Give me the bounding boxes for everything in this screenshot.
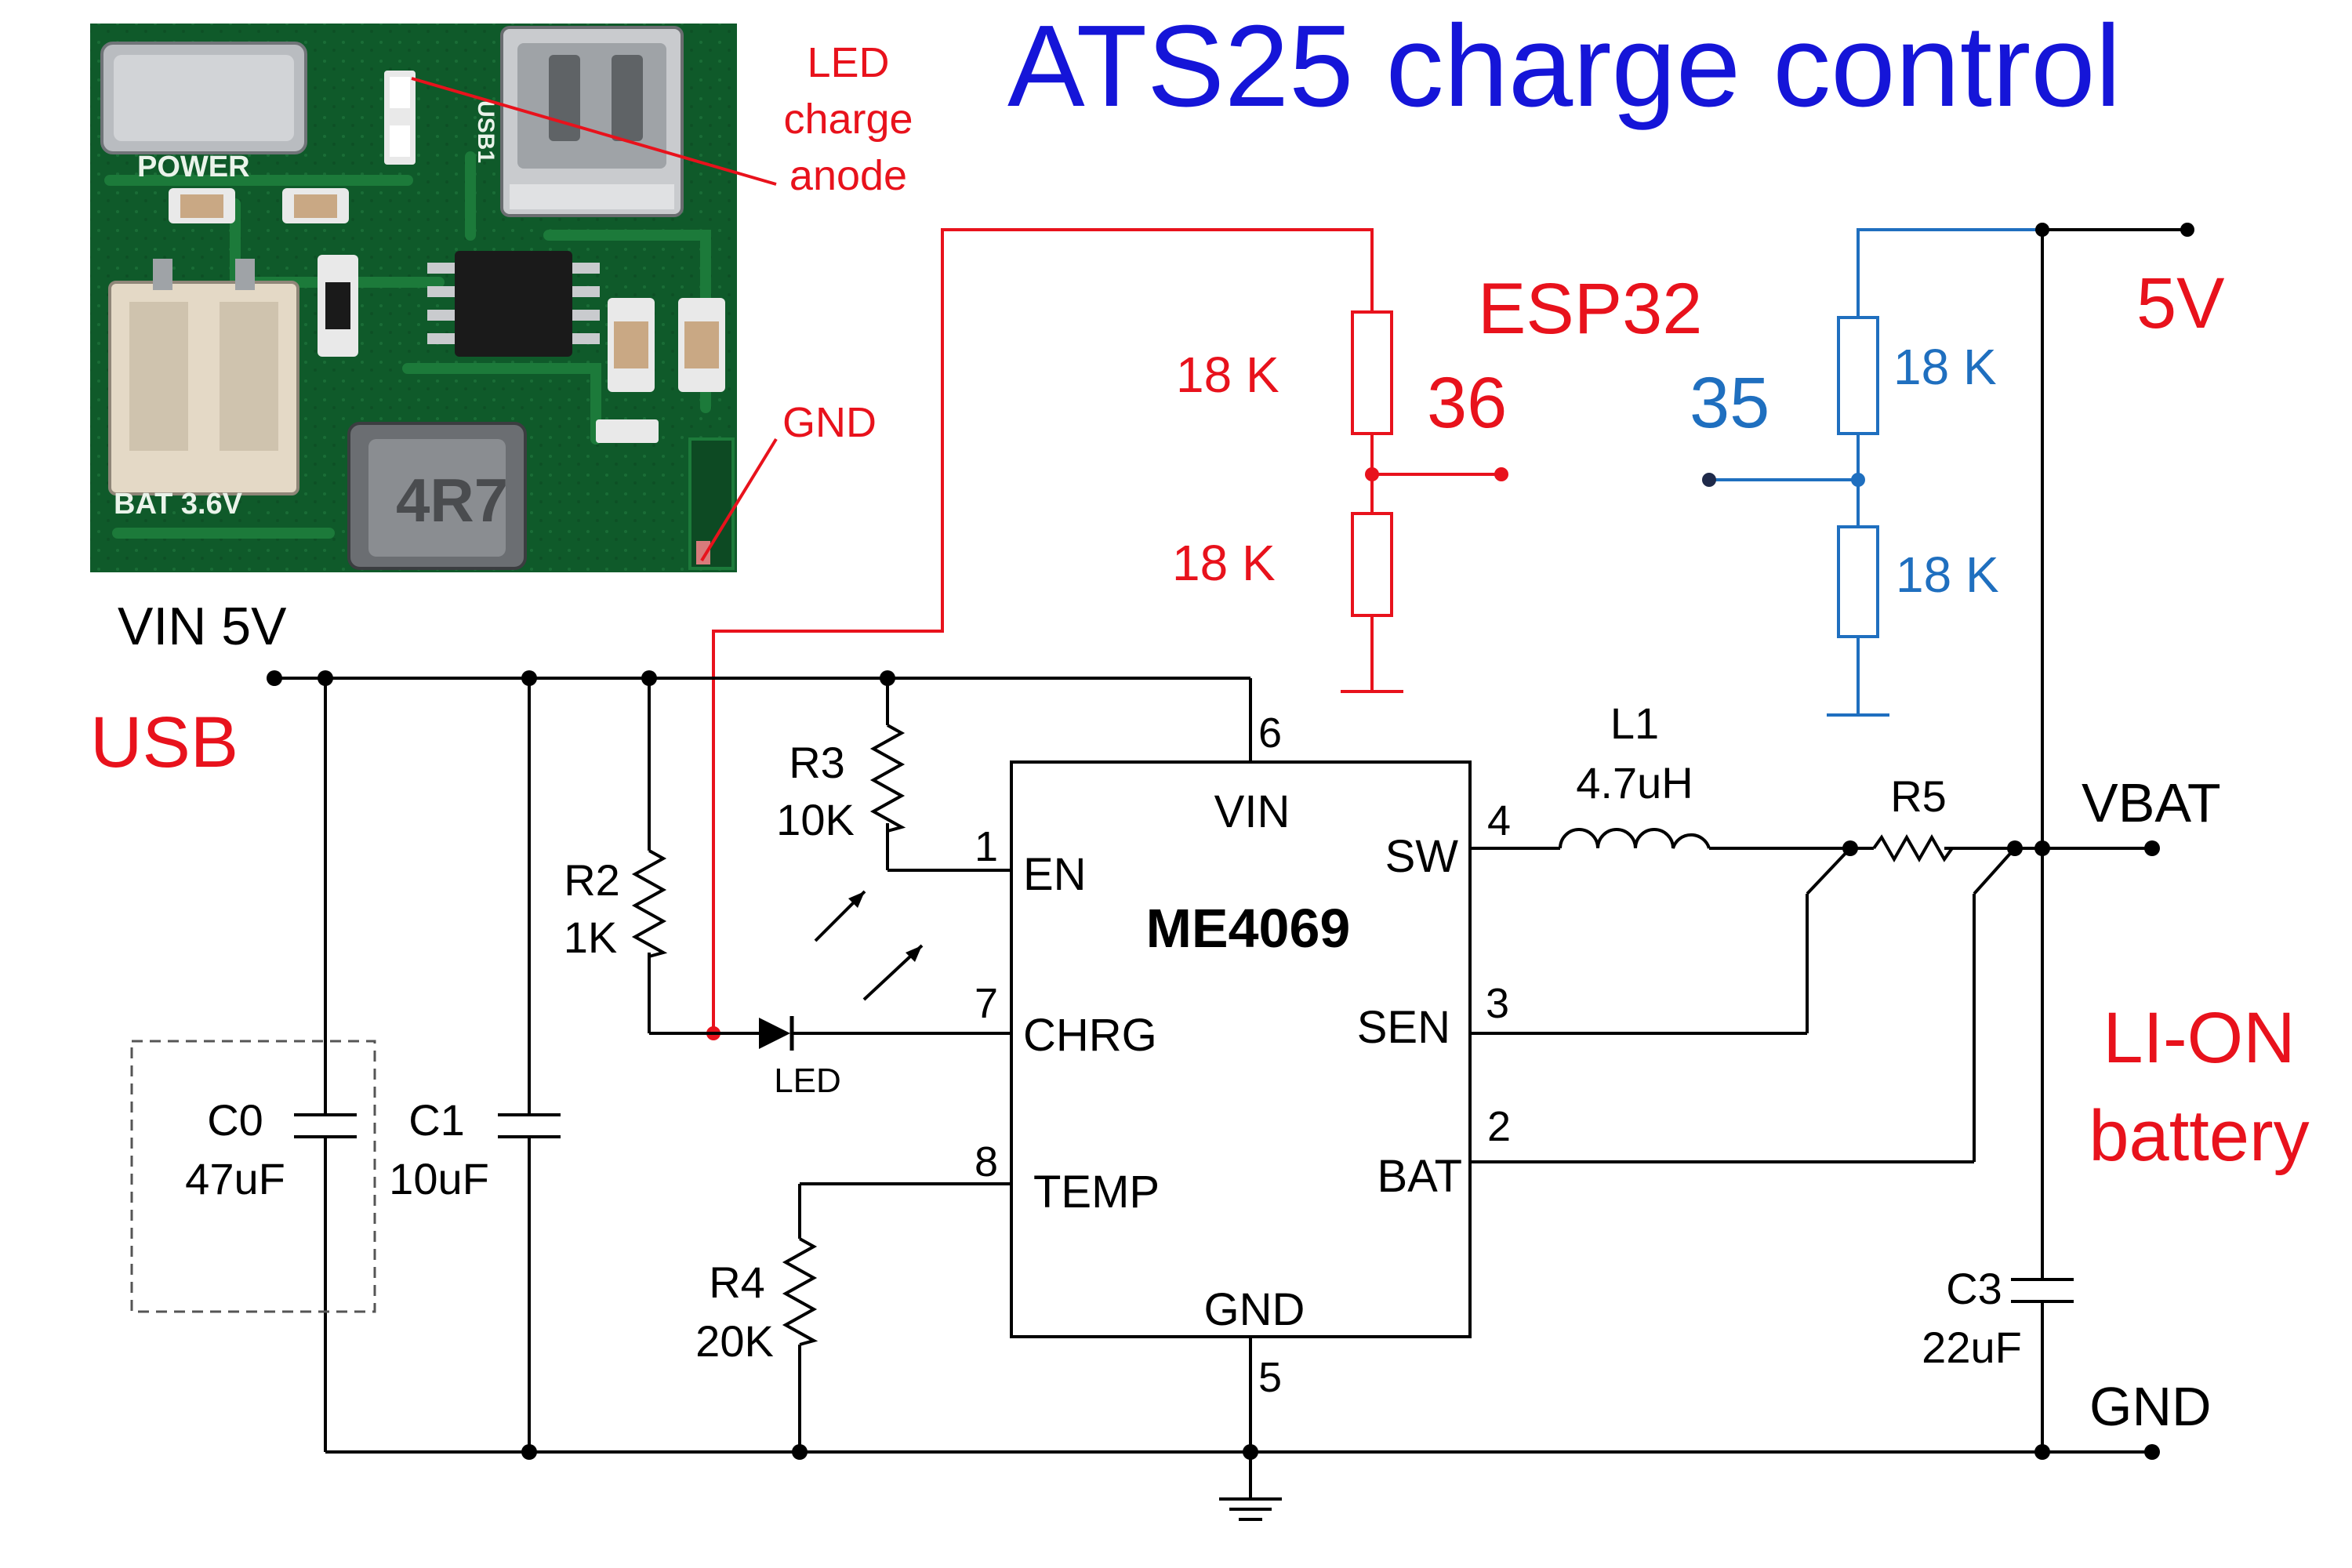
pin-chrg-num: 7	[975, 980, 998, 1027]
r3-ref: R3	[789, 738, 845, 787]
junction-dots	[267, 670, 2160, 1460]
led-ref: LED	[774, 1062, 841, 1100]
pin-36-terminal	[1494, 467, 1508, 481]
vin-label: VIN 5V	[118, 597, 287, 656]
gnd-pointer	[700, 437, 778, 562]
l1-ref: L1	[1610, 699, 1659, 748]
pin-sw-num: 4	[1487, 797, 1511, 844]
c1-value: 10uF	[389, 1154, 489, 1203]
pin-35-terminal	[1702, 473, 1716, 487]
pin-35-label: 35	[1690, 363, 1769, 443]
gnd-right-label: GND	[2089, 1376, 2212, 1437]
silk-power: POWER	[137, 151, 250, 183]
blue-divider-node	[1851, 473, 1865, 487]
c3-ref: C3	[1946, 1264, 2002, 1313]
pin-temp-num: 8	[975, 1138, 998, 1185]
blue-top-resistor-label: 18 K	[1893, 339, 1997, 395]
pin-sen-label: SEN	[1357, 1002, 1450, 1053]
led-label-line2: charge	[783, 96, 913, 143]
led-anode-pointer	[411, 77, 777, 186]
r5-ref: R5	[1890, 771, 1947, 821]
pin-36-label: 36	[1427, 363, 1507, 443]
pin-en-label: EN	[1023, 849, 1087, 900]
usb-label: USB	[90, 702, 238, 782]
r4-value: 20K	[695, 1316, 774, 1366]
five-volt-label: 5V	[2136, 263, 2225, 343]
pin-bat-label: BAT	[1377, 1151, 1463, 1202]
c0-ref: C0	[207, 1095, 263, 1145]
led-charge-anode-label: LED charge anode	[783, 39, 913, 199]
pin-gnd-label: GND	[1204, 1284, 1305, 1335]
battery-label-line2: battery	[2089, 1096, 2309, 1176]
diagram-title: ATS25 charge control	[1007, 2, 2121, 131]
battery-label-line1: LI-ON	[2103, 998, 2295, 1078]
red-divider-node	[1365, 467, 1379, 481]
blue-bottom-resistor-label: 18 K	[1896, 546, 1999, 603]
red-top-resistor-label: 18 K	[1176, 347, 1279, 403]
c1-ref: C1	[408, 1095, 465, 1145]
blue-divider	[1709, 228, 2187, 717]
c3-value: 22uF	[1922, 1323, 2022, 1372]
main-circuit-wires	[274, 230, 2152, 1499]
silk-usb: USB1	[473, 100, 499, 163]
pin-sen-num: 3	[1486, 980, 1509, 1027]
vbat-label: VBAT	[2082, 772, 2221, 833]
photo-gnd-label: GND	[782, 399, 877, 446]
l1-value: 4.7uH	[1576, 758, 1693, 808]
pin-temp-label: TEMP	[1033, 1167, 1160, 1218]
red-divider	[712, 228, 1501, 1033]
ground-symbol	[1219, 1497, 1282, 1521]
r2-value: 1K	[564, 913, 618, 962]
led-label-line3: anode	[789, 152, 907, 199]
r3-value: 10K	[776, 795, 855, 844]
c0-optional-box	[130, 1040, 376, 1313]
chip-name: ME4069	[1146, 898, 1351, 959]
red-bottom-resistor-label: 18 K	[1172, 535, 1276, 591]
esp32-label: ESP32	[1478, 269, 1702, 349]
pin-en-num: 1	[975, 823, 998, 870]
pin-vin-num: 6	[1258, 710, 1282, 757]
r2-ref: R2	[564, 855, 620, 905]
r4-ref: R4	[709, 1258, 765, 1307]
pin-bat-num: 2	[1487, 1103, 1511, 1150]
charge-led	[759, 890, 924, 1051]
silk-bat: BAT 3.6V	[114, 488, 243, 521]
five-volt-terminal	[2180, 223, 2194, 237]
c0-value: 47uF	[185, 1154, 285, 1203]
pcb-photo: POWER BAT 3.6V USB1 4R7	[90, 24, 737, 572]
capacitor-symbols	[294, 1113, 2074, 1303]
me4069-chip	[1010, 760, 1472, 1338]
inductor-l1	[1559, 828, 1711, 849]
pin-gnd-num: 5	[1258, 1354, 1282, 1401]
pin-vin-label: VIN	[1214, 786, 1290, 837]
pin-sw-label: SW	[1385, 831, 1459, 882]
silk-4r7: 4R7	[396, 466, 508, 535]
pin-chrg-label: CHRG	[1023, 1010, 1157, 1061]
led-label-line1: LED	[807, 39, 889, 86]
